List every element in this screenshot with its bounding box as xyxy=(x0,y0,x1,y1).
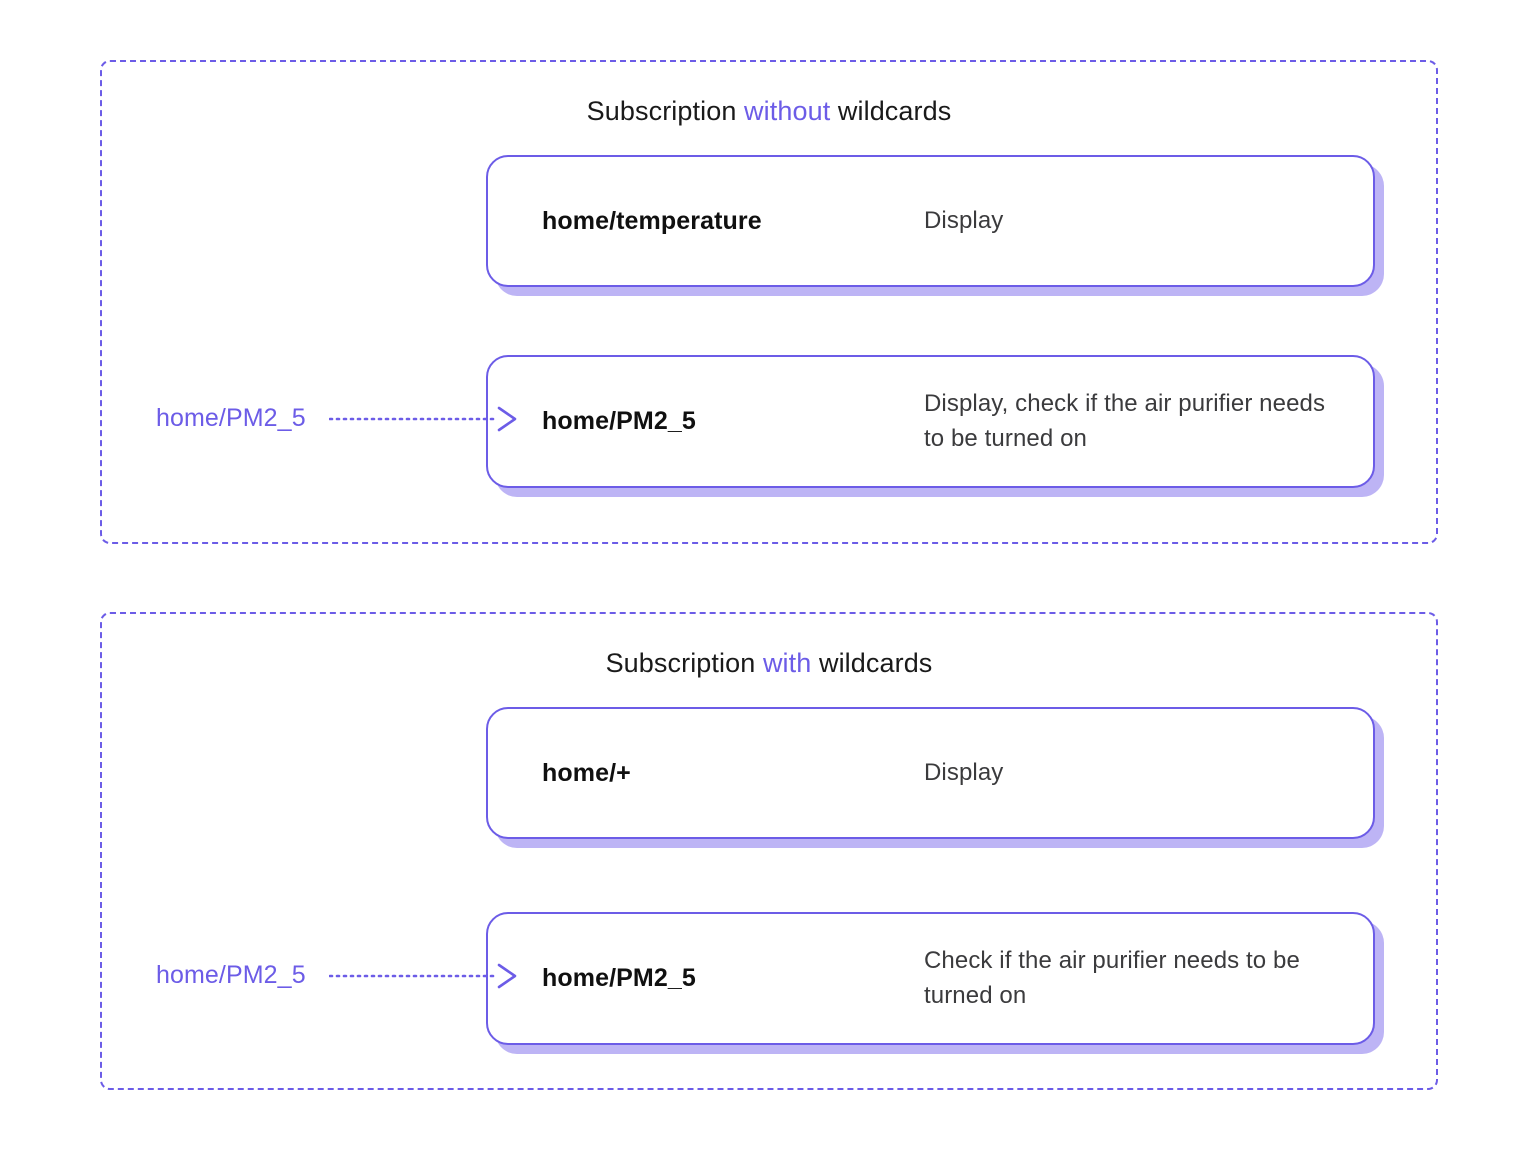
card-description: Display, check if the air purifier needs… xyxy=(924,390,1326,452)
card-description: Display xyxy=(924,758,1004,786)
panel-title-with-wildcards: Subscription with wildcards xyxy=(102,648,1436,679)
subscription-card[interactable]: home/PM2_5 Display, check if the air pur… xyxy=(486,355,1384,497)
panel-title-suffix: wildcards xyxy=(811,648,933,678)
panel-title-prefix: Subscription xyxy=(586,96,745,126)
incoming-message-group: home/PM2_5 xyxy=(156,961,521,990)
incoming-message-label: home/PM2_5 xyxy=(156,961,306,989)
dotted-arrow-icon xyxy=(328,406,517,431)
panel-subscription-without-wildcards: Subscription without wildcards home/temp… xyxy=(100,60,1438,544)
card-topic: home/+ xyxy=(542,758,631,787)
card-topic: home/PM2_5 xyxy=(542,964,696,992)
panel-title-accent: with xyxy=(762,648,812,678)
panel-title-accent: without xyxy=(744,96,831,126)
incoming-message-label: home/PM2_5 xyxy=(156,404,306,432)
panel-title-prefix: Subscription xyxy=(605,648,763,678)
card-description: Display xyxy=(924,206,1004,234)
card-body[interactable]: home/temperature Display xyxy=(486,155,1375,287)
incoming-message-group: home/PM2_5 xyxy=(156,404,521,433)
card-description: Check if the air purifier needs to be tu… xyxy=(924,947,1300,1009)
dotted-arrow-icon xyxy=(328,963,517,988)
card-body[interactable]: home/PM2_5 Display, check if the air pur… xyxy=(486,355,1375,488)
card-body[interactable]: home/PM2_5 Check if the air purifier nee… xyxy=(486,912,1375,1045)
panel-subscription-with-wildcards: Subscription with wildcards home/+ Displ… xyxy=(100,612,1438,1090)
card-topic: home/PM2_5 xyxy=(542,407,696,435)
panel-title-without-wildcards: Subscription without wildcards xyxy=(102,96,1436,127)
card-body[interactable]: home/+ Display xyxy=(486,707,1375,839)
card-topic: home/temperature xyxy=(542,206,762,235)
subscription-card[interactable]: home/PM2_5 Check if the air purifier nee… xyxy=(486,912,1384,1054)
subscription-card[interactable]: home/+ Display xyxy=(486,707,1384,848)
subscription-card[interactable]: home/temperature Display xyxy=(486,155,1384,296)
panel-title-suffix: wildcards xyxy=(830,96,952,126)
